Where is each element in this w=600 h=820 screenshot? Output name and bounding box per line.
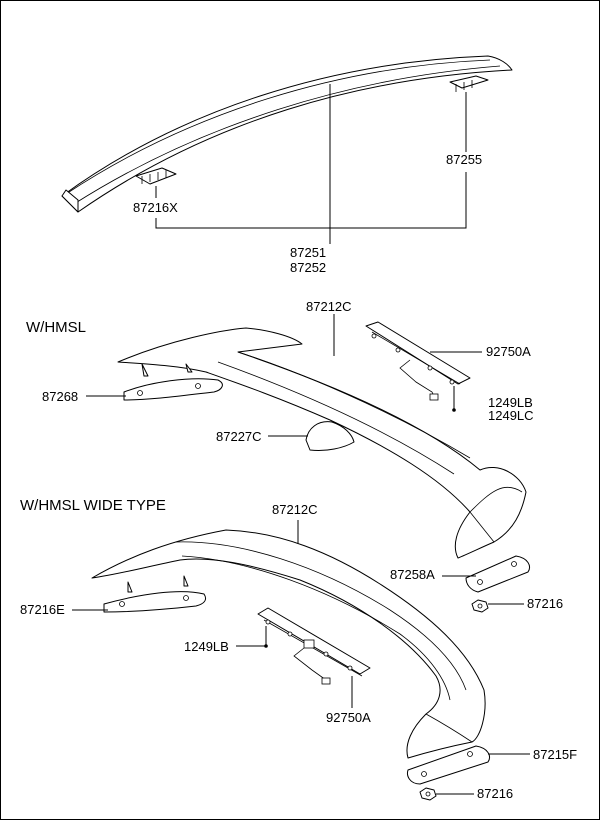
hmsl-lamp-92750A-b: [257, 607, 371, 685]
label-87216-a: 87216: [527, 596, 563, 611]
hmsl-lamp-92750A-a: [365, 321, 471, 401]
spoiler-hmsl: [117, 327, 527, 559]
label-87268: 87268: [42, 389, 78, 404]
label-1249LB-a: 1249LB: [488, 395, 533, 410]
label-87251: 87251: [290, 245, 326, 260]
label-92750A-b: 92750A: [326, 710, 371, 725]
label-1249LB-b: 1249LB: [184, 639, 229, 654]
molding-clip-right: [449, 75, 489, 92]
label-87215F: 87215F: [533, 747, 577, 762]
label-87252: 87252: [290, 260, 326, 275]
nut-87216-a: [471, 599, 489, 613]
screw-dot-b: [264, 644, 268, 648]
leader-bracket-top: [155, 172, 467, 229]
screw-dot-a: [452, 408, 456, 412]
label-87216X: 87216X: [133, 200, 178, 215]
nut-87216-b: [419, 787, 437, 801]
label-87212C-a: 87212C: [306, 299, 352, 314]
label-92750A-a: 92750A: [486, 344, 531, 359]
leader-1249LB-b: [236, 626, 267, 647]
label-87212C-b: 87212C: [272, 502, 318, 517]
spoiler-pad-87268: [123, 378, 223, 401]
label-87216-b: 87216: [477, 786, 513, 801]
spoiler-pad-87216E: [103, 591, 207, 613]
section-title-hmsl: W/HMSL: [26, 319, 86, 336]
label-87255: 87255: [446, 152, 482, 167]
label-1249LC: 1249LC: [488, 408, 534, 423]
spoiler-pad-87215F: [407, 745, 490, 785]
spoiler-pad-87258A: [465, 555, 530, 593]
roof-molding: [61, 55, 513, 213]
molding-clip-left: [135, 167, 177, 185]
section-title-hmsl-wide: W/HMSL WIDE TYPE: [20, 497, 166, 514]
label-87227C: 87227C: [216, 429, 262, 444]
label-87258A: 87258A: [390, 567, 435, 582]
hmsl-cover-87227C: [305, 421, 355, 451]
label-87216E: 87216E: [20, 602, 65, 617]
spoiler-hmsl-wide: [91, 529, 486, 759]
